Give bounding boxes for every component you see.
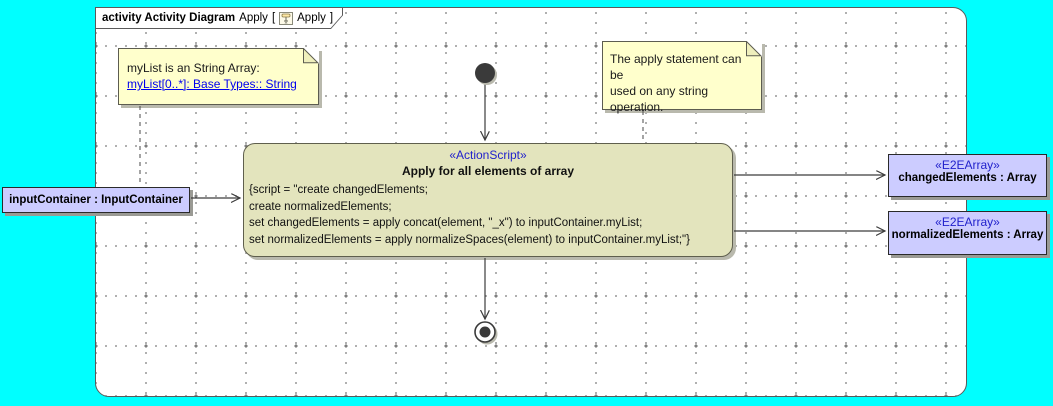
object-normalized-stereotype: «E2EArray» xyxy=(935,215,1000,229)
note-apply-line3: operation. xyxy=(610,100,664,114)
object-changed-label: changedElements : Array xyxy=(898,172,1037,184)
object-input-label: inputContainer : InputContainer xyxy=(9,194,183,206)
object-node-input-container[interactable]: inputContainer : InputContainer xyxy=(2,187,190,213)
action-script-line: set normalizedElements = apply normalize… xyxy=(249,233,690,246)
object-node-changed-elements[interactable]: «E2EArray» changedElements : Array xyxy=(888,154,1047,197)
note-mylist[interactable]: myList is an String Array: myList[0..*]:… xyxy=(118,48,319,105)
frame-name: Apply xyxy=(239,12,268,24)
frame-close-bracket: ] xyxy=(329,12,334,24)
action-script-line: set changedElements = apply concat(eleme… xyxy=(249,217,643,229)
note-apply-line1: The apply statement can be xyxy=(610,52,742,82)
note-apply-line2: used on any string xyxy=(610,84,709,98)
note-mylist-link[interactable]: myList[0..*]: Base Types:: String xyxy=(127,77,297,91)
action-title: Apply for all elements of array xyxy=(401,164,575,178)
frame-title-tab[interactable]: activity Activity Diagram Apply [ Apply … xyxy=(95,7,343,29)
activity-diagram-icon xyxy=(279,11,294,25)
frame-ref-name: Apply xyxy=(297,12,326,24)
action-script-line: create normalizedElements; xyxy=(249,200,392,213)
action-stereotype: «ActionScript» xyxy=(449,148,527,162)
frame-kind-and-title: activity Activity Diagram xyxy=(102,12,236,24)
action-node-apply[interactable]: «ActionScript» Apply for all elements of… xyxy=(243,143,733,257)
object-node-normalized-elements[interactable]: «E2EArray» normalizedElements : Array xyxy=(888,211,1047,255)
frame-open-bracket: [ xyxy=(271,12,276,24)
object-normalized-label: normalizedElements : Array xyxy=(891,229,1044,241)
note-fold-icon xyxy=(303,48,319,64)
note-fold-icon xyxy=(746,41,762,57)
object-changed-stereotype: «E2EArray» xyxy=(935,158,1000,172)
note-mylist-line1: myList is an String Array: xyxy=(127,61,260,75)
note-apply-statement[interactable]: The apply statement can be used on any s… xyxy=(602,41,762,114)
action-script-line: {script = "create changedElements; xyxy=(249,184,428,196)
